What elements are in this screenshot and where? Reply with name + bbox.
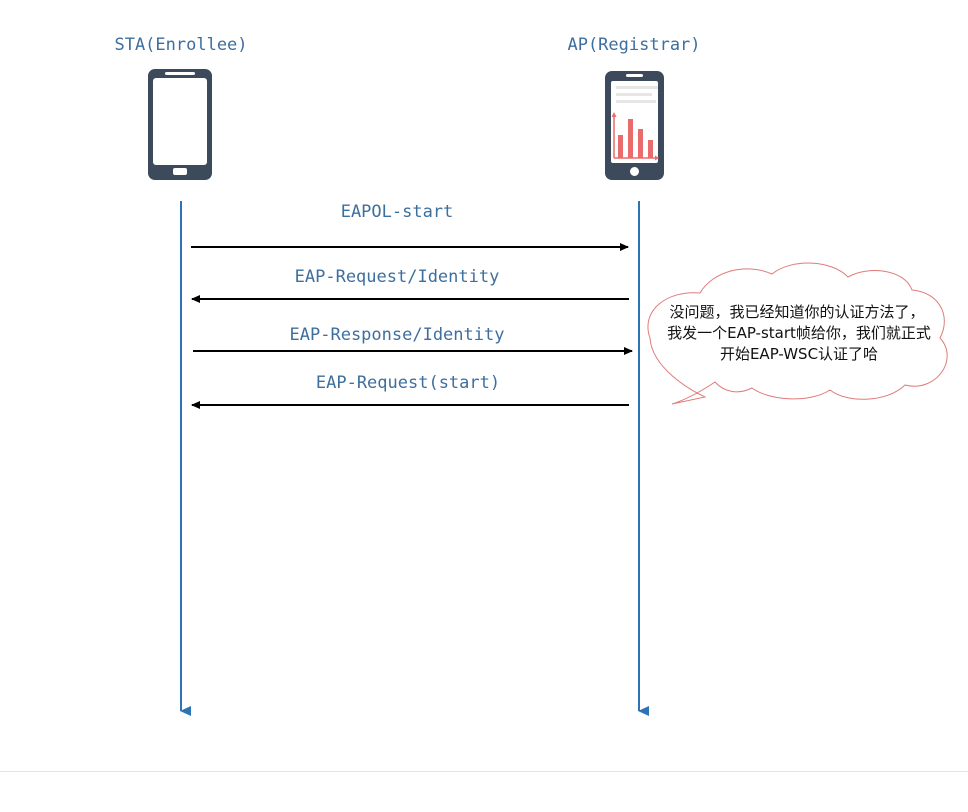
- message-label-eap-request-start: EAP-Request(start): [316, 373, 500, 393]
- note-line-3: 开始EAP-WSC认证了哈: [720, 345, 878, 363]
- note-callout: 没问题，我已经知道你的认证方法了， 我发一个EAP-start帧给你，我们就正式…: [647, 262, 948, 405]
- note-line-1: 没问题，我已经知道你的认证方法了，: [669, 303, 924, 321]
- cloud-shape: [647, 262, 948, 405]
- smartphone-chart-icon: [605, 71, 664, 180]
- ap-participant-label: AP(Registrar): [567, 35, 700, 55]
- page-divider: [0, 771, 968, 772]
- message-label-eapol-start: EAPOL-start: [341, 202, 454, 222]
- smartphone-icon: [148, 69, 212, 180]
- message-label-eap-response-identity: EAP-Response/Identity: [290, 325, 505, 345]
- message-label-eap-request-identity: EAP-Request/Identity: [295, 267, 500, 287]
- note-line-2: 我发一个EAP-start帧给你，我们就正式: [667, 324, 931, 342]
- sta-participant-label: STA(Enrollee): [114, 35, 247, 55]
